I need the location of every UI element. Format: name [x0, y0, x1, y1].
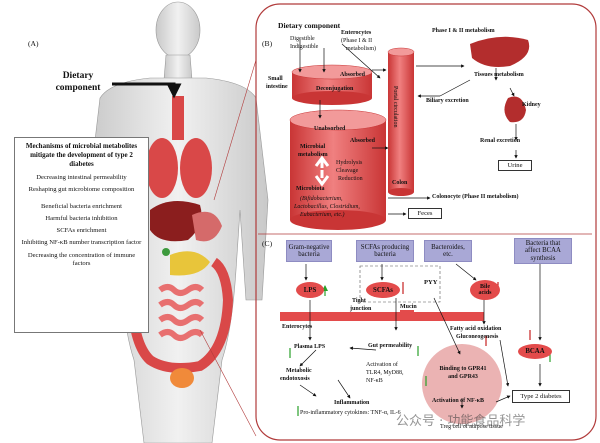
absorbed-label: Absorbed	[340, 72, 366, 78]
bacteroides-line-2: etc.	[443, 251, 453, 258]
gut-permeability-label: Gut permeability	[368, 343, 413, 349]
mechanism-item: Decreasing the concentration of immune f…	[27, 251, 136, 267]
cytokines-label: Pro-inflammatory cytokines: TNF-α, IL-6	[300, 410, 401, 416]
panel-c-graphics	[280, 263, 551, 424]
bcaa-bact-line-3: synthesis	[530, 254, 556, 262]
indigestible-label: Indigestible	[290, 44, 319, 50]
panel-c-label: (C)	[262, 239, 273, 248]
binding-line-2: and GPR43	[448, 374, 478, 380]
mechanisms-title: Mechanisms of microbial metabolites miti…	[25, 142, 138, 168]
treg-label: Treg cell of adipose tissue	[440, 424, 503, 430]
lps-node: LPS	[296, 282, 324, 298]
bcaa-bact-line-1: Bacteria that	[525, 239, 561, 247]
dietary-component-title: Dietary component	[278, 21, 341, 30]
portal-label: Portal circulation	[392, 86, 398, 128]
microbial-label: Microbial	[300, 144, 326, 150]
microbiota-label: Microbiota	[296, 186, 325, 192]
activation-nfkb-label: Activation of NF-κB	[432, 398, 484, 404]
bacteroides-box: Bacteroides,etc.	[424, 240, 472, 262]
phase-label: Phase I & II metabolism	[432, 28, 495, 34]
plasma-lps-label: Plasma LPS	[294, 344, 326, 350]
panel-b-label: (B)	[262, 39, 273, 48]
feces-box: Feces	[408, 208, 442, 219]
panel-bc-border	[255, 3, 597, 441]
endotoxosis-label: endotoxosis	[280, 376, 310, 382]
mucin-label: Mucin	[400, 304, 417, 310]
reduction-label: Reduction	[338, 176, 363, 182]
component-label: component	[55, 83, 101, 93]
urine-box: Urine	[498, 160, 532, 171]
renal-label: Renal excretion	[480, 138, 521, 144]
biliary-label: Biliary excretion	[426, 98, 469, 104]
junction-label: junction	[350, 306, 372, 312]
dietary-label: Dietary	[62, 71, 94, 81]
bcaa-node: BCAA	[518, 344, 552, 359]
metabolic-label: Metabolic	[286, 368, 312, 374]
enterocytes-sub2: metabolism)	[346, 46, 376, 52]
binding-line-1: Binding to GPR41	[439, 366, 487, 372]
activation-line-3: NF-κB	[366, 378, 383, 384]
metabolism-label: metabolism	[298, 152, 328, 158]
tissues-label: Tissues metabolism	[474, 72, 524, 78]
bcaa-bact-line-2: affect BCAA	[525, 247, 561, 255]
bile-line-2: acids	[478, 290, 492, 296]
mechanism-item: Beneficial bacteria enrichment	[41, 202, 122, 210]
hydrolysis-label: Hydrolysis	[336, 160, 363, 166]
scfas-node: SCFAs	[366, 282, 400, 298]
mechanism-item: Inhibiting NF-κB number transcription fa…	[21, 239, 142, 247]
enterocytes-c-label: Enterocytes	[282, 324, 313, 330]
microbiota-list-1: (Bifidobacterium,	[300, 196, 343, 202]
intestine-label: intestine	[266, 84, 288, 90]
mechanism-item: Decreasing intestinal permeability	[36, 174, 127, 182]
activation-line-1: Activation of	[366, 362, 398, 368]
panel-b-graphics	[289, 36, 530, 230]
type2-diabetes-box: Type 2 diabetes	[512, 390, 570, 403]
inflammation-label: Inflammation	[334, 400, 370, 406]
watermark-text: 公众号 · 功能食品科学	[396, 414, 526, 429]
digestible-label: Digestible	[290, 36, 315, 42]
cleavage-label: Cleavage	[336, 168, 359, 174]
scfa-prod-line-1: SCFAs producing	[360, 243, 410, 251]
scfa-prod-line-2: bacteria	[374, 251, 396, 258]
kidney-label: Kidney	[522, 102, 541, 108]
microbiota-list-2: Lactobacillus, Clostridium,	[294, 204, 360, 210]
pyy-label: PYY	[424, 279, 438, 286]
mechanisms-box: Mechanisms of microbial metabolites miti…	[14, 137, 149, 333]
colon-label: Colon	[392, 180, 408, 186]
gluconeogenesis-label: Gluconeogenesis	[456, 334, 499, 340]
bacteroides-line-1: Bacteroides,	[431, 243, 465, 251]
unabsorbed-label: Unabsorbed	[314, 126, 346, 132]
colonocyte-label: Colonocyte (Phase II metabolism)	[432, 194, 519, 200]
fatty-acid-label: Fatty acid oxidation	[450, 326, 502, 332]
activation-line-2: TLR4, MyD88,	[366, 370, 404, 376]
enterocytes-label: Enterocytes	[341, 30, 372, 36]
absorbed2-label: Absorbed	[350, 138, 376, 144]
microbiota-list-3: Eubacterium, etc.)	[300, 212, 345, 218]
mechanism-item: SCFAs enrichment	[56, 227, 107, 235]
deconjugation-label: Deconjugation	[316, 86, 354, 92]
panel-a-label: (A)	[28, 39, 39, 48]
gram-line-2: bacteria	[298, 251, 320, 258]
gram-line-1: Gram-negative	[288, 243, 330, 251]
tight-label: Tight	[352, 298, 366, 304]
mechanism-item: Harmful bacteria inhibition	[45, 214, 118, 222]
mechanism-item: Reshaping gut microbiome composition	[28, 186, 135, 194]
enterocytes-sub: (Phase I & II	[341, 38, 373, 44]
small-label: Small	[268, 76, 283, 82]
bile-line-1: Bile	[479, 284, 490, 290]
